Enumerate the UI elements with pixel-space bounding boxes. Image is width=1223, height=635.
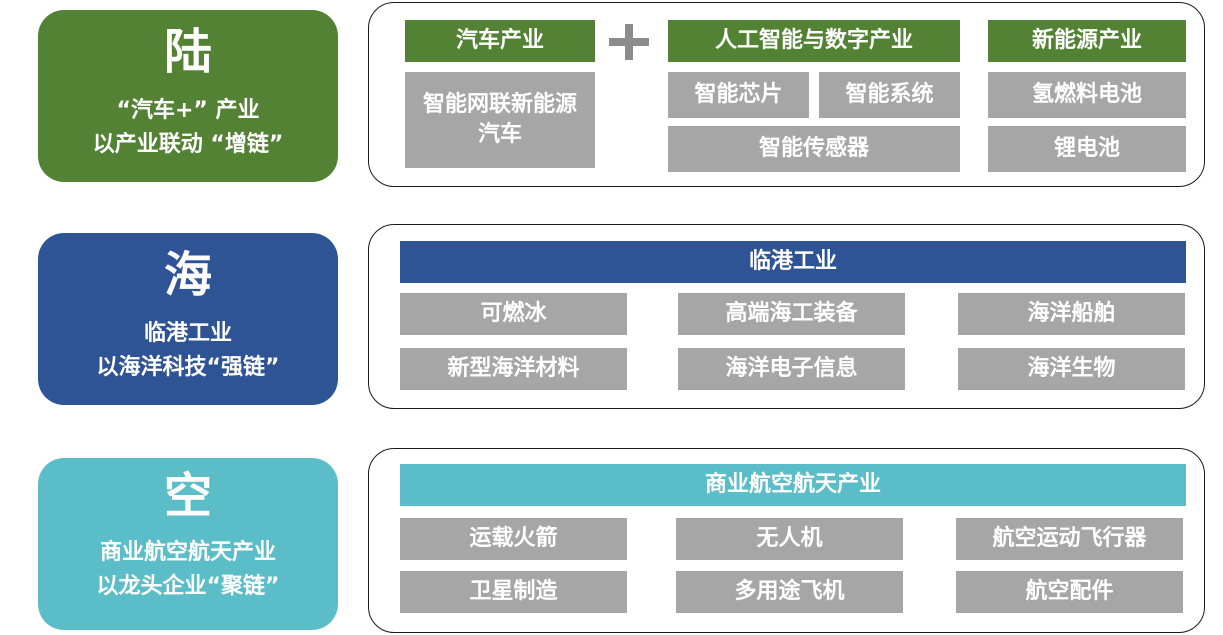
land-header-auto: 汽车产业 (405, 20, 595, 62)
sea-header: 临港工业 (400, 241, 1186, 283)
sea-cell: 新型海洋材料 (400, 348, 627, 390)
land-title: “汽车+” 产业 (116, 98, 260, 123)
sky-character: 空 (163, 468, 212, 524)
sky-header: 商业航空航天产业 (400, 464, 1186, 506)
land-tile: 陆 “汽车+” 产业 以产业联动 “增链” (38, 10, 338, 182)
land-character: 陆 (163, 24, 212, 80)
sea-character: 海 (163, 247, 212, 303)
land-cell: 智能系统 (819, 72, 960, 118)
sea-cell: 海洋生物 (958, 348, 1185, 390)
land-header-ai: 人工智能与数字产业 (668, 20, 960, 62)
sea-title: 临港工业 (143, 321, 232, 346)
sea-tile: 海 临港工业 以海洋科技“强链” (38, 233, 338, 405)
sky-subtitle: 以龙头企业“聚链” (96, 574, 280, 599)
land-header-energy: 新能源产业 (988, 20, 1186, 62)
sky-tile: 空 商业航空航天产业 以龙头企业“聚链” (38, 458, 338, 630)
sea-cell: 海洋船舶 (958, 293, 1185, 335)
sea-cell: 海洋电子信息 (678, 348, 905, 390)
sky-cell: 卫星制造 (400, 571, 627, 613)
land-cell: 智能传感器 (668, 126, 960, 172)
sky-cell: 航空配件 (956, 571, 1183, 613)
sky-cell: 航空运动飞行器 (956, 518, 1183, 560)
sky-title: 商业航空航天产业 (99, 540, 276, 565)
sky-cell: 运载火箭 (400, 518, 627, 560)
land-cell: 锂电池 (988, 126, 1186, 172)
plus-icon: + (603, 20, 655, 64)
sea-subtitle: 以海洋科技“强链” (96, 355, 280, 380)
land-cell: 智能网联新能源汽车 (405, 72, 595, 168)
land-cell: 氢燃料电池 (988, 72, 1186, 118)
sky-cell: 无人机 (676, 518, 903, 560)
sea-cell: 可燃冰 (400, 293, 627, 335)
land-cell: 智能芯片 (668, 72, 809, 118)
land-subtitle: 以产业联动 “增链” (92, 132, 284, 157)
sea-cell: 高端海工装备 (678, 293, 905, 335)
sky-cell: 多用途飞机 (676, 571, 903, 613)
